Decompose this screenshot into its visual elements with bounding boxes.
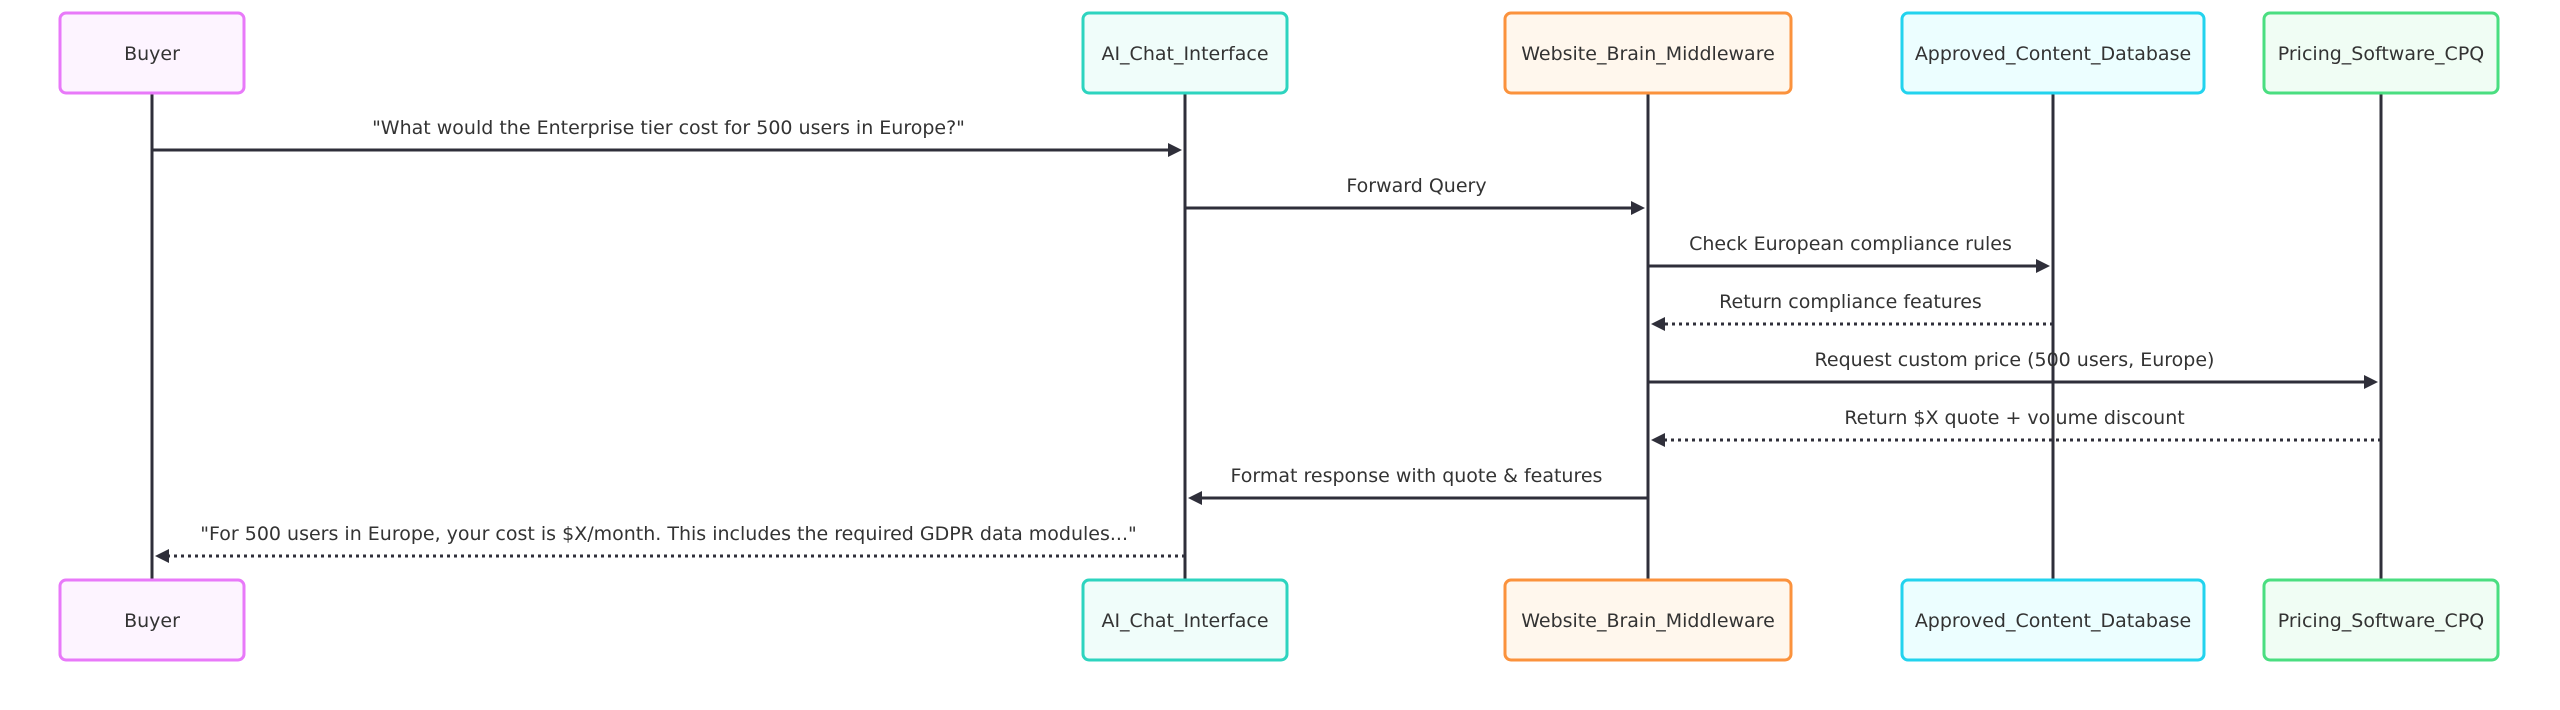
actor-box — [58, 11, 246, 95]
actors-top: Buyer AI_Chat_Interface Website_Brain_Midd… — [58, 11, 2500, 95]
actor-label: AI_Chat_Interface — [1101, 43, 1268, 65]
message-1: "What would the Enterprise tier cost for… — [152, 117, 1182, 157]
actor-brain-bottom: Website_Brain_Middleware — [1503, 578, 1793, 662]
message-label: Forward Query — [1346, 175, 1486, 197]
actor-box — [1900, 578, 2206, 662]
messages: "What would the Enterprise tier cost for… — [152, 117, 2381, 563]
actor-chat-bottom: AI_Chat_Interface — [1081, 578, 1289, 662]
actor-label: Website_Brain_Middleware — [1521, 43, 1775, 65]
arrowhead-icon — [1168, 143, 1182, 157]
actor-pricing-bottom: Pricing_Software_CPQ — [2262, 578, 2500, 662]
lifelines — [150, 93, 2383, 580]
actor-box — [1900, 11, 2206, 95]
message-2: Forward Query — [1185, 175, 1645, 215]
arrowhead-icon — [1651, 317, 1665, 331]
arrowhead-icon — [1651, 433, 1665, 447]
actor-content-top: Approved_Content_Database — [1900, 11, 2206, 95]
arrowhead-icon — [155, 549, 169, 563]
message-label: Return $X quote + volume discount — [1844, 407, 2184, 429]
actor-box — [1081, 11, 1289, 95]
actor-label: Approved_Content_Database — [1915, 43, 2191, 65]
message-7: Format response with quote & features — [1188, 465, 1648, 505]
actors-bottom: Buyer AI_Chat_Interface Website_Brain_Midd… — [58, 578, 2500, 662]
actor-box — [2262, 578, 2500, 662]
actor-chat-top: AI_Chat_Interface — [1081, 11, 1289, 95]
message-4: Return compliance features — [1651, 291, 2053, 331]
arrowhead-icon — [2364, 375, 2378, 389]
actor-label: Buyer — [124, 610, 180, 632]
message-8: "For 500 users in Europe, your cost is $… — [155, 523, 1185, 563]
message-label: Check European compliance rules — [1689, 233, 2012, 255]
actor-box — [58, 578, 246, 662]
message-3: Check European compliance rules — [1648, 233, 2050, 273]
message-6: Return $X quote + volume discount — [1651, 407, 2381, 447]
message-label: Return compliance features — [1719, 291, 1982, 313]
actor-box — [1081, 578, 1289, 662]
actor-label: Pricing_Software_CPQ — [2278, 43, 2484, 65]
actor-buyer-bottom: Buyer — [58, 578, 246, 662]
message-label: Format response with quote & features — [1231, 465, 1603, 487]
actor-box — [1503, 578, 1793, 662]
actor-box — [2262, 11, 2500, 95]
actor-brain-top: Website_Brain_Middleware — [1503, 11, 1793, 95]
arrowhead-icon — [1631, 201, 1645, 215]
actor-label: Buyer — [124, 43, 180, 65]
actor-box — [1503, 11, 1793, 95]
actor-content-bottom: Approved_Content_Database — [1900, 578, 2206, 662]
message-label: "For 500 users in Europe, your cost is $… — [200, 523, 1136, 545]
actor-label: Website_Brain_Middleware — [1521, 610, 1775, 632]
actor-pricing-top: Pricing_Software_CPQ — [2262, 11, 2500, 95]
message-5: Request custom price (500 users, Europe) — [1648, 349, 2378, 389]
actor-label: Pricing_Software_CPQ — [2278, 610, 2484, 632]
actor-buyer-top: Buyer — [58, 11, 246, 95]
arrowhead-icon — [2036, 259, 2050, 273]
actor-label: AI_Chat_Interface — [1101, 610, 1268, 632]
actor-label: Approved_Content_Database — [1915, 610, 2191, 632]
message-label: "What would the Enterprise tier cost for… — [372, 117, 965, 139]
arrowhead-icon — [1188, 491, 1202, 505]
message-label: Request custom price (500 users, Europe) — [1815, 349, 2215, 371]
